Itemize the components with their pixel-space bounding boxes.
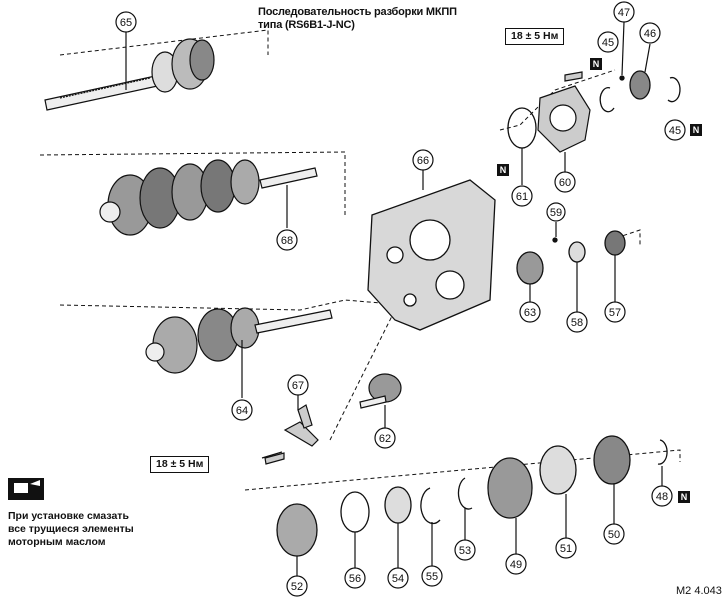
part-59-ball <box>552 237 558 243</box>
part-46-bearing <box>629 70 651 100</box>
part-65-input-shaft <box>44 38 215 111</box>
n-badge-4: N <box>678 491 690 503</box>
callout-56: 56 <box>349 573 361 585</box>
callout-49: 49 <box>510 559 522 571</box>
callout-58: 58 <box>571 317 583 329</box>
callout-60: 60 <box>559 177 571 189</box>
callout-57: 57 <box>609 307 621 319</box>
callout-51: 51 <box>560 543 572 555</box>
note-line-1: При установке смазать <box>8 510 129 522</box>
callout-45-b: 45 <box>669 125 681 137</box>
callout-63: 63 <box>524 307 536 319</box>
n-badge-1: N <box>590 58 602 70</box>
callout-64: 64 <box>236 405 248 417</box>
part-48-snap-ring <box>657 439 668 465</box>
callout-62: 62 <box>379 433 391 445</box>
callout-46: 46 <box>644 28 656 40</box>
part-62-gear <box>359 373 402 409</box>
part-45-snap-ring-b <box>667 76 681 103</box>
guide-lines <box>39 29 681 491</box>
oil-can-icon <box>8 478 44 500</box>
part-50-gear <box>593 435 631 485</box>
part-47-ball <box>619 75 625 81</box>
lubrication-note: При установке смазать все трущиеся элеме… <box>8 510 168 549</box>
callout-59: 59 <box>550 207 562 219</box>
part-53-snap-ring <box>457 477 473 510</box>
part-68-main-shaft <box>99 159 318 236</box>
bolt-upper <box>564 71 583 82</box>
n-badge-2: N <box>690 124 702 136</box>
part-52-gear <box>276 503 318 557</box>
callout-52: 52 <box>291 581 303 593</box>
part-54-ring <box>384 486 412 524</box>
callout-47: 47 <box>618 7 630 19</box>
callout-68: 68 <box>281 235 293 247</box>
callout-50: 50 <box>608 529 620 541</box>
part-67-bracket <box>261 404 319 459</box>
part-56-ring <box>340 491 370 533</box>
part-60-cover-plate <box>537 85 591 153</box>
callout-45-a: 45 <box>602 37 614 49</box>
torque-label-upper: 18 ± 5 Нм <box>505 28 565 45</box>
callout-67: 67 <box>292 380 304 392</box>
callout-53: 53 <box>459 545 471 557</box>
upper-right-parts <box>507 70 681 285</box>
diagram-title: Последовательность разборки МКПП типа (R… <box>258 6 457 32</box>
callout-54: 54 <box>392 573 404 585</box>
part-45-snap-ring-a <box>599 87 615 113</box>
callout-48: 48 <box>656 491 668 503</box>
title-line-2: типа (RS6B1-J-NC) <box>258 19 355 31</box>
n-badge-3: N <box>497 164 509 176</box>
title-line-1: Последовательность разборки МКПП <box>258 6 457 18</box>
figure-reference: M2 4.043 <box>676 585 722 597</box>
part-64-countershaft <box>145 307 333 374</box>
part-61-snap-ring <box>507 107 537 149</box>
part-55-snap-ring <box>420 487 441 525</box>
bolt-lower <box>264 452 285 465</box>
part-49-sleeve <box>487 457 533 519</box>
bolts <box>264 71 583 465</box>
part-57-needle-bearing <box>604 230 626 256</box>
note-line-3: моторным маслом <box>8 536 106 548</box>
note-line-2: все трущиеся элементы <box>8 523 134 535</box>
part-63-bearing <box>516 251 544 285</box>
callout-61: 61 <box>516 191 528 203</box>
callout-55: 55 <box>426 571 438 583</box>
torque-label-lower: 18 ± 5 Нм <box>150 456 210 473</box>
lower-row-parts <box>276 435 668 557</box>
part-58-washer <box>568 241 586 263</box>
callout-66: 66 <box>417 155 429 167</box>
part-66-intermediate-plate <box>367 179 496 331</box>
callouts: 65 68 64 66 67 62 45 46 47 45 60 61 59 <box>115 1 686 597</box>
callout-65: 65 <box>120 17 132 29</box>
part-51-ring <box>539 445 577 495</box>
